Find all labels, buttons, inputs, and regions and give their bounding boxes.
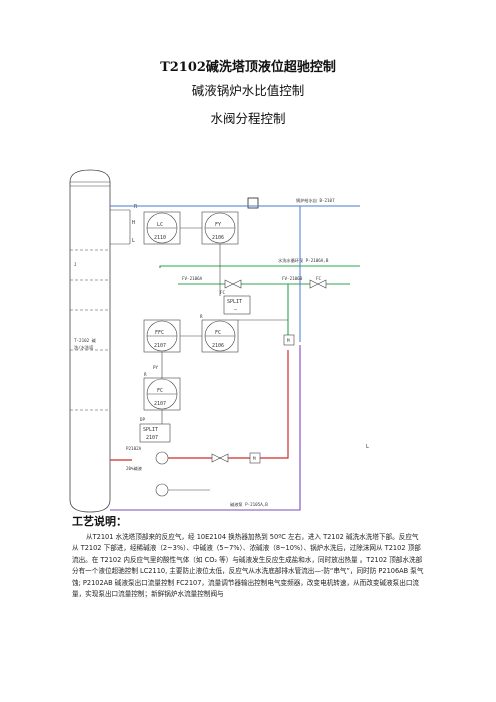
ffc-tag: FFC: [155, 330, 164, 336]
fy-tag: FY: [215, 222, 221, 228]
split-block-2: SPLIT 2107: [139, 423, 171, 443]
r-label-1: R: [134, 204, 138, 210]
fy2106-instrument: FY 2106: [201, 211, 239, 245]
main-title: T2102碱洗塔顶液位超驰控制: [160, 60, 336, 75]
tower-t2102: T-2102 碱 洗/水洗塔 J: [69, 169, 111, 513]
lc2110-instrument: LC 2110: [143, 211, 181, 245]
l-right-label: L: [366, 444, 369, 450]
fc2106-instrument: FC 2106: [201, 319, 239, 353]
m2-label: M: [253, 456, 256, 461]
split1-label: SPLIT: [227, 299, 242, 305]
lc-tag: LC: [157, 222, 163, 228]
ffc2107-instrument: FFC 2107: [143, 319, 181, 353]
pump2-label: 碱液泵 P-2105A,B: [230, 501, 268, 508]
fc2-tag: FC: [215, 330, 221, 336]
r-label-3: R: [144, 372, 147, 377]
m-label: M: [287, 338, 290, 343]
process-description: 从T2101 水洗塔顶部来的反应气，经 10E2104 换热器加热到 50ºC …: [72, 533, 424, 599]
l-label: L: [132, 238, 135, 244]
split2-label: SPLIT: [143, 427, 158, 433]
r-label-2: R: [200, 314, 203, 319]
process-control-diagram: T-2102 碱 洗/水洗塔 J R H L LC 2110 FY 2106 锅…: [69, 169, 369, 513]
j-label: J: [74, 262, 77, 267]
lc-num: 2110: [154, 235, 166, 241]
fv-right-label: FV-2106B: [282, 276, 303, 281]
subtitle-split-range: 水阀分程控制: [210, 111, 286, 126]
fc2107-instrument: FC 2107: [143, 377, 181, 411]
fc3-num: 2107: [154, 401, 166, 407]
split1-sub: —: [234, 307, 238, 313]
dp-label: DP: [140, 417, 146, 422]
caustic-label: 20%碱液: [126, 465, 143, 472]
fv-left-label: FV-2106A: [182, 276, 203, 281]
fc2-num: 2106: [212, 343, 224, 349]
ffc-num: 2107: [154, 343, 166, 349]
circ-label: 水洗水循环泵 P-2106A,B: [278, 257, 329, 264]
fc-right-label: FC: [316, 276, 322, 281]
split-block-1: SPLIT —: [223, 295, 251, 315]
tower-label-2: 洗/水洗塔: [74, 344, 94, 351]
fc3-tag: FC: [157, 388, 163, 394]
py-label: PY: [153, 365, 159, 370]
feed-label: 锅炉给水自 B-2107: [296, 197, 335, 204]
fc-left-label: FC: [220, 290, 226, 295]
subtitle-ratio-control: 碱液锅炉水比值控制: [191, 83, 305, 98]
section-heading: 工艺说明：: [72, 515, 127, 528]
split2-num: 2107: [146, 435, 158, 441]
pump-label: P2102A: [126, 446, 142, 451]
fy-num: 2106: [212, 235, 224, 241]
h-label: H: [132, 220, 135, 226]
tower-label-1: T-2102 碱: [74, 337, 97, 344]
